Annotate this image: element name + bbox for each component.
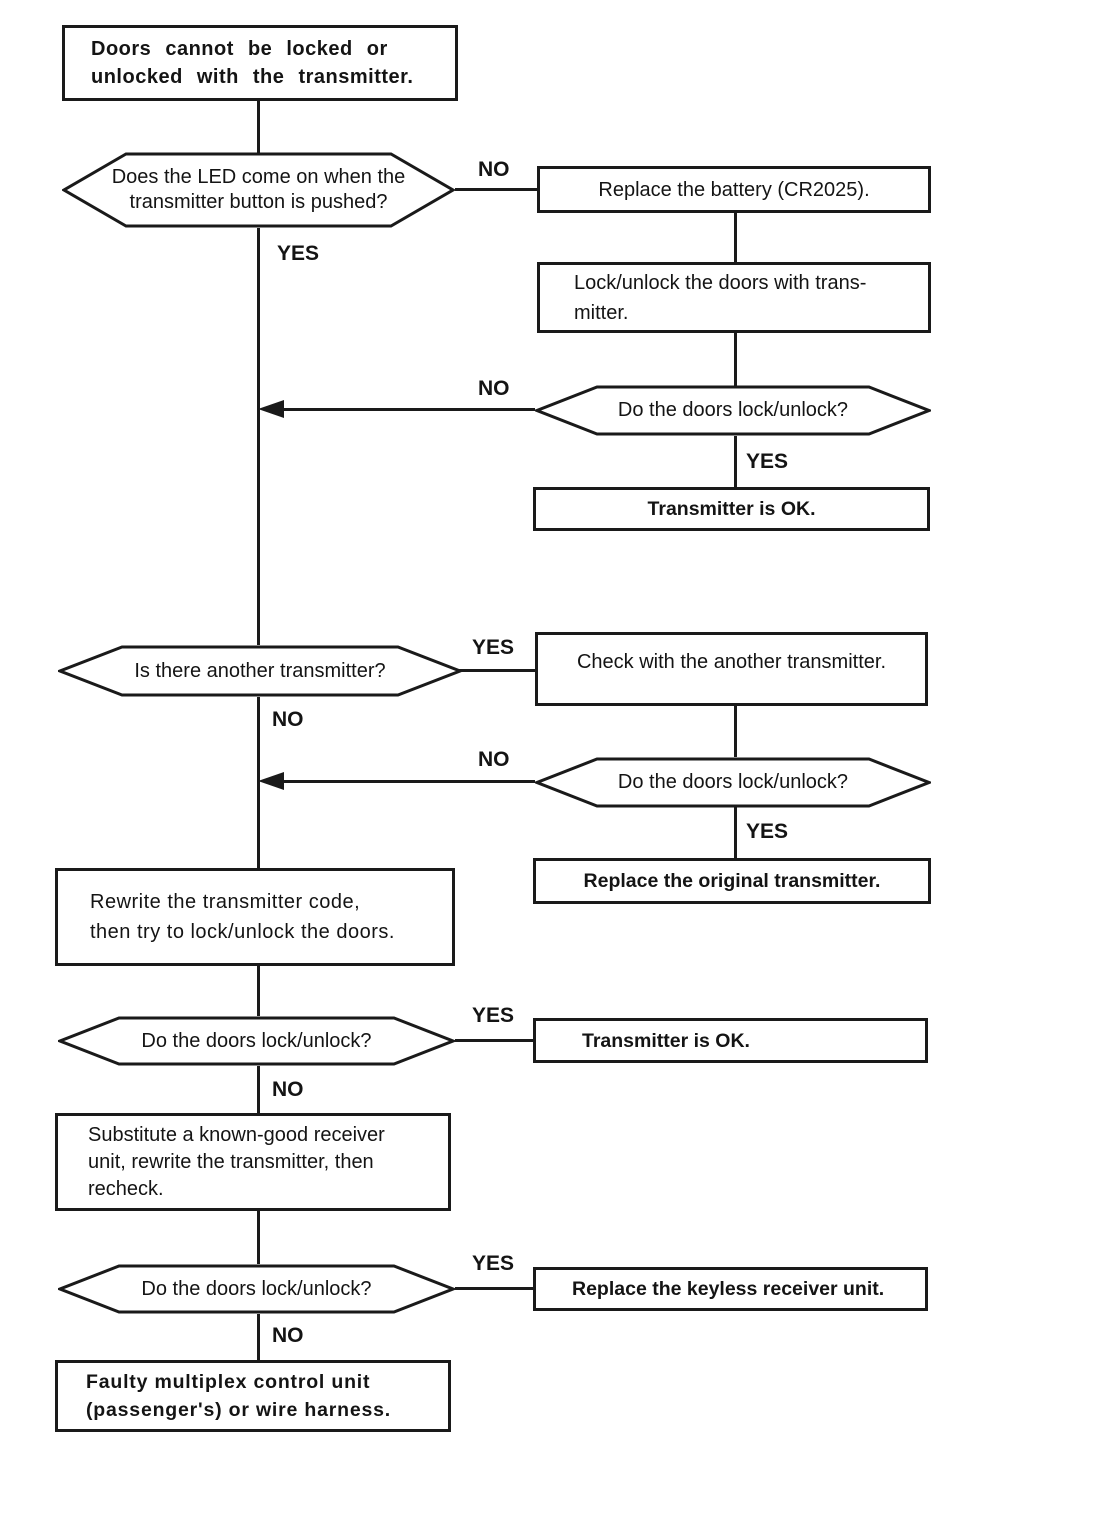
node-faulty-unit: Faulty multiplex control unit (passenger… bbox=[55, 1360, 451, 1432]
edge-label-no-doors2: NO bbox=[478, 748, 510, 771]
hexagon-shape bbox=[58, 1016, 455, 1066]
node-q-led: Does the LED come on when the transmitte… bbox=[62, 152, 455, 228]
arrowhead-icon bbox=[258, 772, 284, 790]
connector-qanother-to-rewrite bbox=[257, 697, 260, 868]
node-q-doors-3: Do the doors lock/unlock? bbox=[58, 1016, 455, 1066]
node-transmitter-ok-1: Transmitter is OK. bbox=[533, 487, 930, 531]
node-check-another-text: Check with the another transmitter. bbox=[576, 651, 887, 673]
node-q-doors-1: Do the doors lock/unlock? bbox=[535, 385, 931, 436]
node-replace-original: Replace the original transmitter. bbox=[533, 858, 931, 904]
node-faulty-unit-text: Faulty multiplex control unit (passenger… bbox=[86, 1371, 391, 1421]
connector-start-to-qled bbox=[257, 100, 260, 153]
node-start: Doors cannot be locked or unlocked with … bbox=[62, 25, 458, 101]
node-q-doors-2: Do the doors lock/unlock? bbox=[535, 757, 931, 808]
connector-rewrite-to-qdoors3 bbox=[257, 966, 260, 1016]
connector-battery-to-lockunlock bbox=[734, 213, 737, 262]
edge-label-yes-doors1: YES bbox=[746, 450, 789, 473]
node-rewrite-code-text: Rewrite the transmitter code, then try t… bbox=[90, 891, 395, 943]
edge-label-no-led: NO bbox=[478, 158, 510, 181]
node-replace-battery: Replace the battery (CR2025). bbox=[537, 166, 931, 213]
node-replace-receiver: Replace the keyless receiver unit. bbox=[533, 1267, 928, 1311]
connector-qdoors3-to-ok2 bbox=[455, 1039, 533, 1042]
node-replace-receiver-text: Replace the keyless receiver unit. bbox=[572, 1278, 885, 1300]
node-substitute-receiver: Substitute a known-good receiver unit, r… bbox=[55, 1113, 451, 1211]
connector-substitute-to-qdoors4 bbox=[257, 1211, 260, 1264]
hexagon-shape bbox=[535, 757, 931, 808]
node-q-led-text: Does the LED come on when the transmitte… bbox=[111, 166, 406, 213]
edge-label-no-doors4: NO bbox=[272, 1324, 304, 1347]
connector-qdoors4-to-replacereceiver bbox=[455, 1287, 533, 1290]
connector-main-to-qanother bbox=[257, 228, 260, 645]
connector-qdoors1-return bbox=[278, 408, 535, 411]
node-lock-unlock: Lock/unlock the doors with trans- mitter… bbox=[537, 262, 931, 333]
edge-label-yes-doors2: YES bbox=[746, 820, 789, 843]
connector-qdoors2-return bbox=[278, 780, 535, 783]
node-q-another-text: Is there another transmitter? bbox=[134, 659, 386, 682]
connector-lockunlock-to-qdoors1 bbox=[734, 333, 737, 386]
hexagon-shape bbox=[58, 1264, 455, 1314]
hexagon-shape bbox=[62, 152, 455, 228]
node-q-another: Is there another transmitter? bbox=[58, 645, 462, 697]
connector-qdoors4-to-faulty bbox=[257, 1314, 260, 1360]
node-transmitter-ok-2-text: Transmitter is OK. bbox=[582, 1029, 750, 1052]
node-check-another: Check with the another transmitter. bbox=[535, 632, 928, 706]
node-lock-unlock-text: Lock/unlock the doors with trans- mitter… bbox=[574, 271, 867, 324]
edge-label-no-another: NO bbox=[272, 708, 304, 731]
node-q-doors-3-text: Do the doors lock/unlock? bbox=[141, 1029, 372, 1052]
edge-label-no-doors3: NO bbox=[272, 1078, 304, 1101]
node-transmitter-ok-2: Transmitter is OK. bbox=[533, 1018, 928, 1063]
edge-label-yes-doors4: YES bbox=[472, 1252, 515, 1275]
node-q-doors-2-text: Do the doors lock/unlock? bbox=[617, 771, 849, 793]
connector-qdoors1-to-ok1 bbox=[734, 436, 737, 487]
edge-label-yes-doors3: YES bbox=[472, 1004, 515, 1027]
hexagon-shape bbox=[58, 645, 462, 697]
node-replace-original-text: Replace the original transmitter. bbox=[583, 870, 881, 892]
node-q-doors-1-text: Do the doors lock/unlock? bbox=[617, 399, 849, 421]
connector-qanother-to-check bbox=[458, 669, 535, 672]
edge-label-yes-led: YES bbox=[277, 242, 320, 265]
connector-check-to-qdoors2 bbox=[734, 706, 737, 757]
node-rewrite-code: Rewrite the transmitter code, then try t… bbox=[55, 868, 455, 966]
arrowhead-icon bbox=[258, 400, 284, 418]
edge-label-no-doors1: NO bbox=[478, 377, 510, 400]
node-start-text: Doors cannot be locked or unlocked with … bbox=[91, 38, 414, 88]
connector-qdoors2-to-replaceoriginal bbox=[734, 807, 737, 858]
node-substitute-receiver-text: Substitute a known-good receiver unit, r… bbox=[88, 1123, 385, 1200]
hexagon-shape bbox=[535, 385, 931, 436]
connector-qdoors3-to-substitute bbox=[257, 1066, 260, 1113]
node-q-doors-4: Do the doors lock/unlock? bbox=[58, 1264, 455, 1314]
edge-label-yes-another: YES bbox=[472, 636, 515, 659]
connector-qled-to-battery bbox=[455, 188, 537, 191]
node-transmitter-ok-1-text: Transmitter is OK. bbox=[647, 498, 816, 520]
node-replace-battery-text: Replace the battery (CR2025). bbox=[598, 178, 870, 201]
node-q-doors-4-text: Do the doors lock/unlock? bbox=[141, 1277, 372, 1300]
